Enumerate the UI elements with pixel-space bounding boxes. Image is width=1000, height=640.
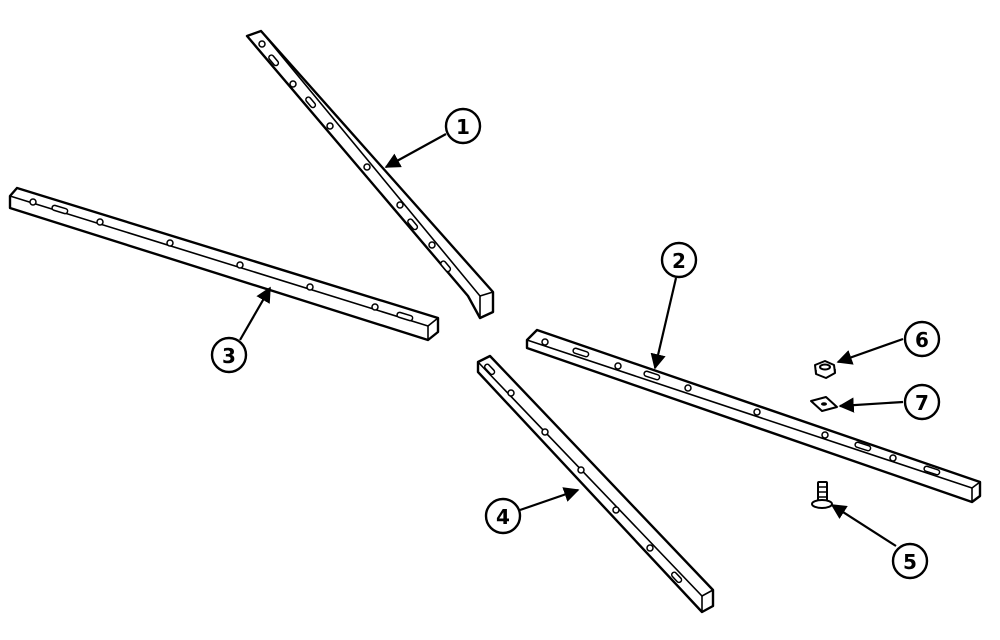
callout-2-label: 2 bbox=[672, 249, 686, 273]
rail-1 bbox=[245, 29, 495, 320]
square-washer bbox=[810, 396, 838, 412]
callout-2: 2 bbox=[660, 241, 698, 279]
nut bbox=[814, 360, 836, 379]
callout-3: 3 bbox=[210, 336, 248, 374]
leader-2 bbox=[650, 277, 678, 370]
callout-1: 1 bbox=[444, 107, 482, 145]
carriage-bolt bbox=[811, 481, 833, 509]
callout-6: 6 bbox=[903, 320, 941, 358]
callout-4: 4 bbox=[484, 497, 522, 535]
rail-3 bbox=[8, 186, 440, 342]
callout-5: 5 bbox=[891, 542, 929, 580]
callout-4-label: 4 bbox=[496, 505, 510, 529]
callout-5-label: 5 bbox=[903, 550, 917, 574]
callout-7-label: 7 bbox=[915, 391, 929, 415]
leader-6 bbox=[836, 337, 904, 365]
leader-4 bbox=[519, 487, 580, 512]
leader-5 bbox=[830, 504, 897, 547]
callout-6-label: 6 bbox=[915, 328, 929, 352]
callout-3-label: 3 bbox=[222, 344, 236, 368]
callout-7: 7 bbox=[903, 383, 941, 421]
rail-2 bbox=[525, 328, 982, 504]
leader-7 bbox=[838, 397, 904, 413]
rail-4 bbox=[476, 354, 715, 614]
callout-1-label: 1 bbox=[456, 115, 470, 139]
leader-3 bbox=[239, 286, 271, 341]
leader-1 bbox=[384, 133, 447, 168]
